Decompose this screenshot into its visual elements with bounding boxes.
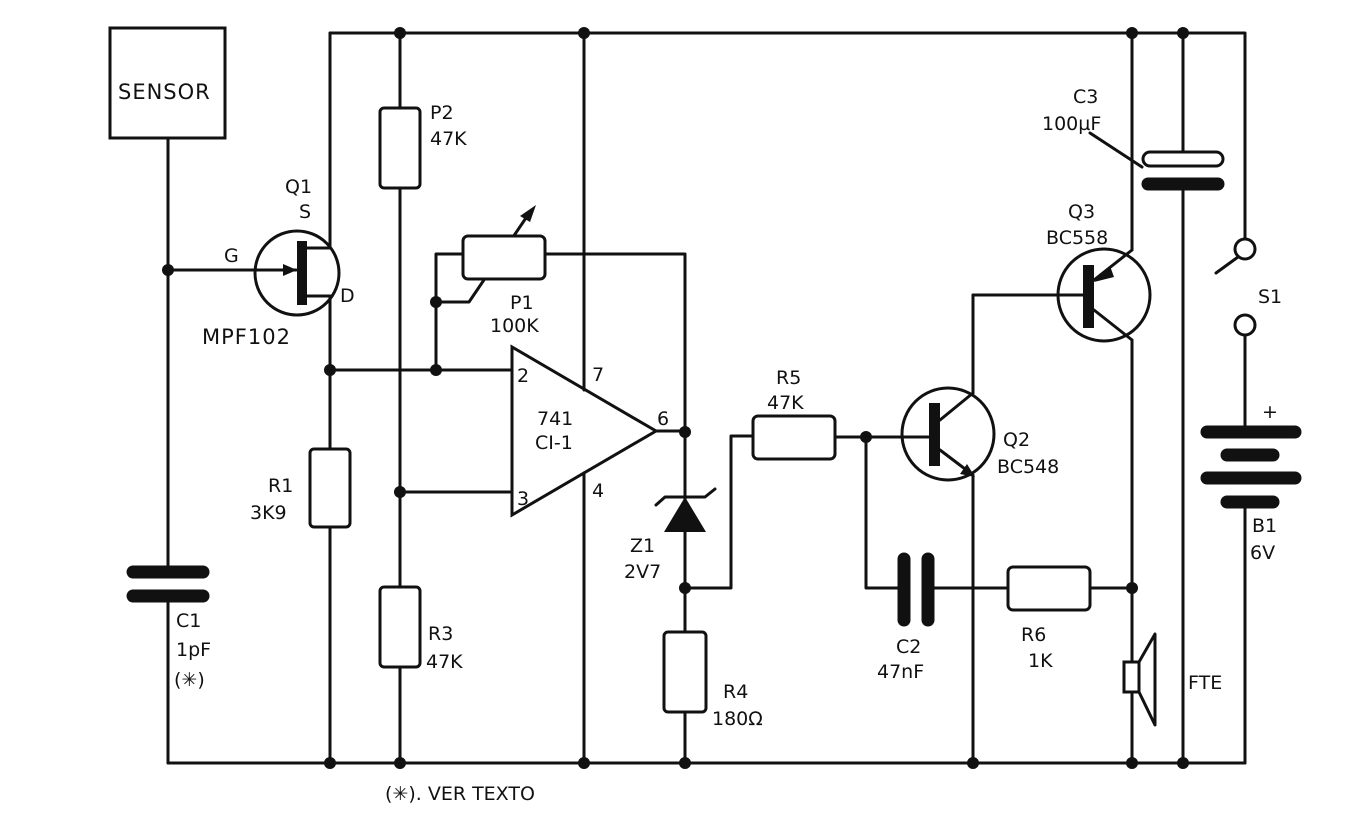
q1-ref: Q1 — [285, 176, 312, 198]
c2-ref: C2 — [896, 636, 921, 658]
trimmer-arrow-icon — [520, 205, 536, 222]
resistor-r6: R6 1K — [1006, 565, 1138, 672]
zener-triangle-icon — [664, 497, 706, 532]
capacitor-c2: C2 47nF — [864, 435, 1010, 683]
p2-ref: P2 — [430, 102, 454, 124]
z1-value: 2V7 — [624, 561, 661, 583]
b1-ref: B1 — [1252, 515, 1277, 537]
q3-part: BC558 — [1046, 227, 1108, 249]
emitter-arrow-icon — [960, 464, 975, 477]
pin-7: 7 — [592, 364, 604, 386]
q2-ref: Q2 — [1003, 429, 1030, 451]
s1-ref: S1 — [1258, 286, 1282, 308]
potentiometer-p1: P1 100K — [430, 205, 687, 434]
footnote: (✳). VER TEXTO — [385, 783, 535, 805]
b1-value: 6V — [1250, 542, 1275, 564]
c3-value: 100µF — [1042, 113, 1101, 135]
q1-gate-pin: G — [224, 245, 239, 267]
top-rail — [328, 31, 1247, 242]
r3-ref: R3 — [428, 623, 453, 645]
pin-4: 4 — [592, 480, 604, 502]
opamp-ic1: 2 3 7 4 6 741 CI-1 — [510, 27, 691, 765]
resistor-r3: R3 47K — [378, 585, 463, 673]
c3-ref: C3 — [1073, 86, 1098, 108]
battery-b1: + B1 6V — [1200, 401, 1302, 765]
switch-s1: S1 — [1214, 237, 1282, 432]
gate-arrow-icon — [283, 264, 297, 276]
c1-value: 1pF — [176, 639, 211, 661]
r3-value: 47K — [426, 651, 463, 673]
capacitor-c1: C1 1pF (✳) — [126, 565, 211, 765]
zener-z1: Z1 2V7 — [624, 430, 755, 594]
r4-value: 180Ω — [712, 708, 763, 730]
pin-3: 3 — [517, 488, 529, 510]
capacitor-c3: C3 100µF — [1042, 27, 1225, 769]
resistor-r1: R1 3K9 — [250, 447, 352, 529]
c2-value: 47nF — [877, 661, 924, 683]
q2-part: BC548 — [997, 456, 1059, 478]
r1-ref: R1 — [268, 475, 293, 497]
p1-ref: P1 — [510, 292, 534, 314]
pin-6: 6 — [657, 408, 669, 430]
resistor-r4: R4 180Ω — [662, 586, 763, 765]
r4-ref: R4 — [723, 681, 748, 703]
r5-ref: R5 — [776, 367, 801, 389]
q1-part: MPF102 — [202, 325, 291, 349]
z1-ref: Z1 — [630, 535, 655, 557]
c1-ref: C1 — [176, 610, 201, 632]
transistor-q2: Q2 BC548 — [900, 293, 1059, 769]
q3-ref: Q3 — [1068, 201, 1095, 223]
b1-polarity: + — [1262, 401, 1278, 423]
fte-label: FTE — [1188, 672, 1222, 694]
c1-note: (✳) — [174, 669, 205, 691]
sensor-label: SENSOR — [118, 80, 211, 104]
r1-value: 3K9 — [250, 502, 287, 524]
resistor-r5: R5 47K — [751, 367, 907, 461]
resistor-p2: P2 47K — [378, 102, 467, 190]
r6-value: 1K — [1028, 650, 1053, 672]
p2-value: 47K — [430, 128, 467, 150]
pin-2: 2 — [517, 365, 529, 387]
opamp-part: 741 — [537, 408, 573, 430]
r6-ref: R6 — [1021, 624, 1046, 646]
q1-drain-pin: D — [340, 285, 355, 307]
r5-value: 47K — [767, 392, 804, 414]
q1-source-pin: S — [299, 201, 311, 223]
emitter-arrow-q3-icon — [1094, 266, 1114, 282]
opamp-ref: CI-1 — [535, 432, 573, 454]
jfet-q1: Q1 S G D MPF102 — [166, 176, 355, 349]
p1-value: 100K — [490, 315, 539, 337]
speaker-fte: FTE — [1122, 632, 1222, 727]
transistor-q3: Q3 BC558 — [971, 27, 1152, 769]
sensor-block: SENSOR — [108, 26, 227, 140]
